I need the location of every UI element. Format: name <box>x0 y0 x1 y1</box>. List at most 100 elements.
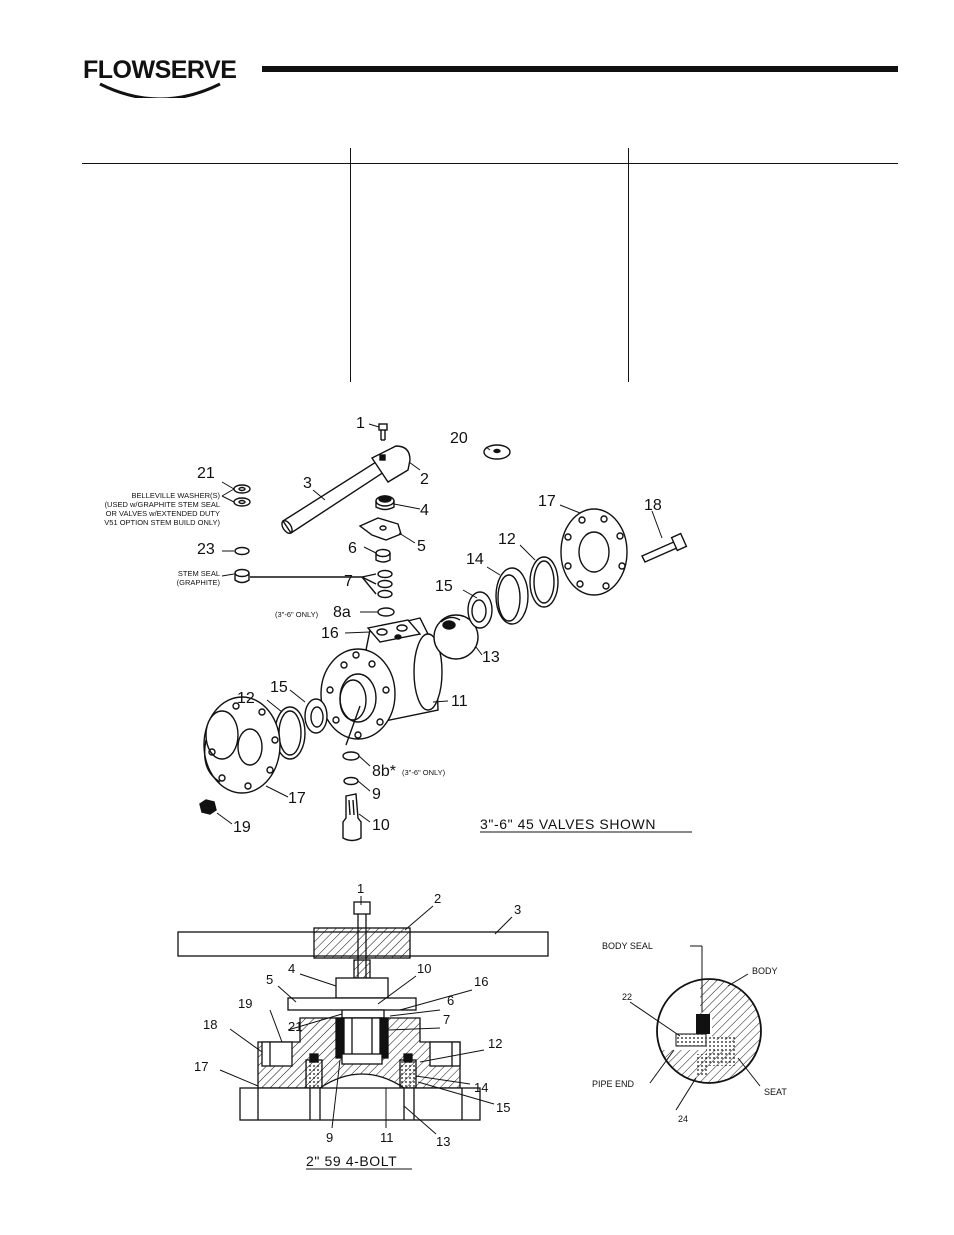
section-callout-6: 6 <box>447 993 454 1008</box>
section-callout-16: 16 <box>474 974 488 989</box>
section-handle-head <box>313 927 411 959</box>
part-screw <box>378 423 388 441</box>
seal-detail <box>656 978 762 1084</box>
callout-12-bottom: 12 <box>237 690 255 707</box>
part-nut-4 <box>375 495 395 511</box>
exploded-notes: BELLEVILLE WASHER(S) (USED w/GRAPHITE ST… <box>104 491 220 587</box>
part-ring-14 <box>495 567 529 625</box>
section-leaders <box>219 896 513 1135</box>
callout-2: 2 <box>420 471 429 488</box>
logo-swoosh-icon <box>99 82 221 98</box>
section-callout-18: 18 <box>203 1017 217 1032</box>
callout-21: 21 <box>197 465 215 482</box>
section-callout-11: 11 <box>380 1130 394 1145</box>
part-handle <box>281 445 411 534</box>
callout-9: 9 <box>372 786 381 803</box>
section-callout-17: 17 <box>194 1059 208 1074</box>
callout-12-top: 12 <box>498 531 516 548</box>
part-ring-23 <box>234 546 250 556</box>
callout-10: 10 <box>372 817 390 834</box>
callout-8b: 8b* <box>372 763 396 780</box>
callout-leaders <box>216 423 663 825</box>
callout-17-bottom: 17 <box>288 790 306 807</box>
section-callout-1: 1 <box>357 881 364 896</box>
section-callout-10: 10 <box>417 961 431 976</box>
label-seat: SEAT <box>764 1087 787 1097</box>
section-callout-13: 13 <box>436 1134 450 1149</box>
callout-11: 11 <box>451 693 468 710</box>
section-callout-21: 21 <box>288 1019 302 1034</box>
callout-17-top: 17 <box>538 493 556 510</box>
note-stem-seal-1: STEM SEAL <box>178 569 220 578</box>
callout-18: 18 <box>644 497 662 514</box>
note-size-8a: (3"-6" ONLY) <box>275 610 319 619</box>
label-body: BODY <box>752 966 778 976</box>
flowserve-logo: FLOWSERVE <box>80 52 240 98</box>
part-body-11 <box>320 617 443 746</box>
part-ball-13 <box>433 614 479 660</box>
section-callout-7: 7 <box>443 1012 450 1027</box>
exploded-caption: 3"-6" 45 VALVES SHOWN <box>480 816 656 832</box>
callout-7: 7 <box>344 573 353 590</box>
note-stem-seal-2: (GRAPHITE) <box>177 578 221 587</box>
part-packing-rings-7 <box>250 569 393 599</box>
exploded-callouts: 1 2 3 4 5 6 7 8a 8b* 9 10 11 12 12 13 14… <box>197 415 662 836</box>
table-header-rule <box>82 163 898 164</box>
label-body-seal: BODY SEAL <box>602 941 653 951</box>
callout-23: 23 <box>197 541 215 558</box>
callout-15-top: 15 <box>435 578 453 595</box>
part-washer-20 <box>483 444 511 460</box>
part-belleville-washers <box>233 484 251 507</box>
note-belleville-3: OR VALVES w/EXTENDED DUTY <box>106 509 220 518</box>
part-gland-6 <box>375 548 391 563</box>
seal-detail-labels: BODY SEAL BODY 22 PIPE END SEAT 24 <box>592 941 787 1124</box>
section-caption: 2" 59 4-BOLT <box>306 1153 397 1169</box>
section-callout-4: 4 <box>288 961 295 976</box>
callout-14: 14 <box>466 551 484 568</box>
logo-wordmark: FLOWSERVE <box>83 56 237 84</box>
section-callout-12: 12 <box>488 1036 502 1051</box>
section-callouts: 1 2 3 4 5 6 7 9 10 11 12 13 14 15 16 17 … <box>194 881 521 1149</box>
part-nut-19 <box>199 799 217 815</box>
section-callout-9: 9 <box>326 1130 333 1145</box>
callout-19: 19 <box>233 819 251 836</box>
callout-3: 3 <box>303 475 312 492</box>
note-belleville-2: (USED w/GRAPHITE STEM SEAL <box>105 500 220 509</box>
header-rule <box>262 66 898 72</box>
callout-6: 6 <box>348 540 357 557</box>
part-stem-seal <box>234 568 250 584</box>
section-callout-15: 15 <box>496 1100 510 1115</box>
section-callout-14: 14 <box>474 1080 488 1095</box>
callout-20: 20 <box>450 430 468 447</box>
table-column-divider <box>628 148 629 382</box>
part-stop-plate <box>358 517 402 541</box>
callout-13: 13 <box>482 649 500 666</box>
section-callout-2: 2 <box>434 891 441 906</box>
callout-4: 4 <box>420 502 429 519</box>
part-ring-8a <box>377 607 395 617</box>
section-callout-19: 19 <box>238 996 252 1011</box>
label-pipe-end: PIPE END <box>592 1079 635 1089</box>
note-size-8b: (3"-6" ONLY) <box>402 768 446 777</box>
note-belleville-4: V51 OPTION STEM BUILD ONLY) <box>104 518 220 527</box>
label-24: 24 <box>678 1114 688 1124</box>
part-stem-10 <box>342 793 362 842</box>
part-bolt-18 <box>641 532 688 563</box>
callout-16: 16 <box>321 625 339 642</box>
note-belleville-1: BELLEVILLE WASHER(S) <box>131 491 220 500</box>
label-22: 22 <box>622 992 632 1002</box>
callout-5: 5 <box>417 538 426 555</box>
callout-8a: 8a <box>333 604 351 621</box>
part-ring-8b <box>342 751 360 761</box>
section-callout-5: 5 <box>266 972 273 987</box>
section-view <box>177 901 549 1121</box>
part-end-cap-17 <box>203 508 628 794</box>
part-ring-9 <box>343 776 359 786</box>
part-seat-15 <box>304 591 493 734</box>
seal-detail-leaders <box>629 945 761 1111</box>
callout-1: 1 <box>356 415 365 432</box>
callout-15-bottom: 15 <box>270 679 288 696</box>
table-column-divider <box>350 148 351 382</box>
section-callout-3: 3 <box>514 902 521 917</box>
